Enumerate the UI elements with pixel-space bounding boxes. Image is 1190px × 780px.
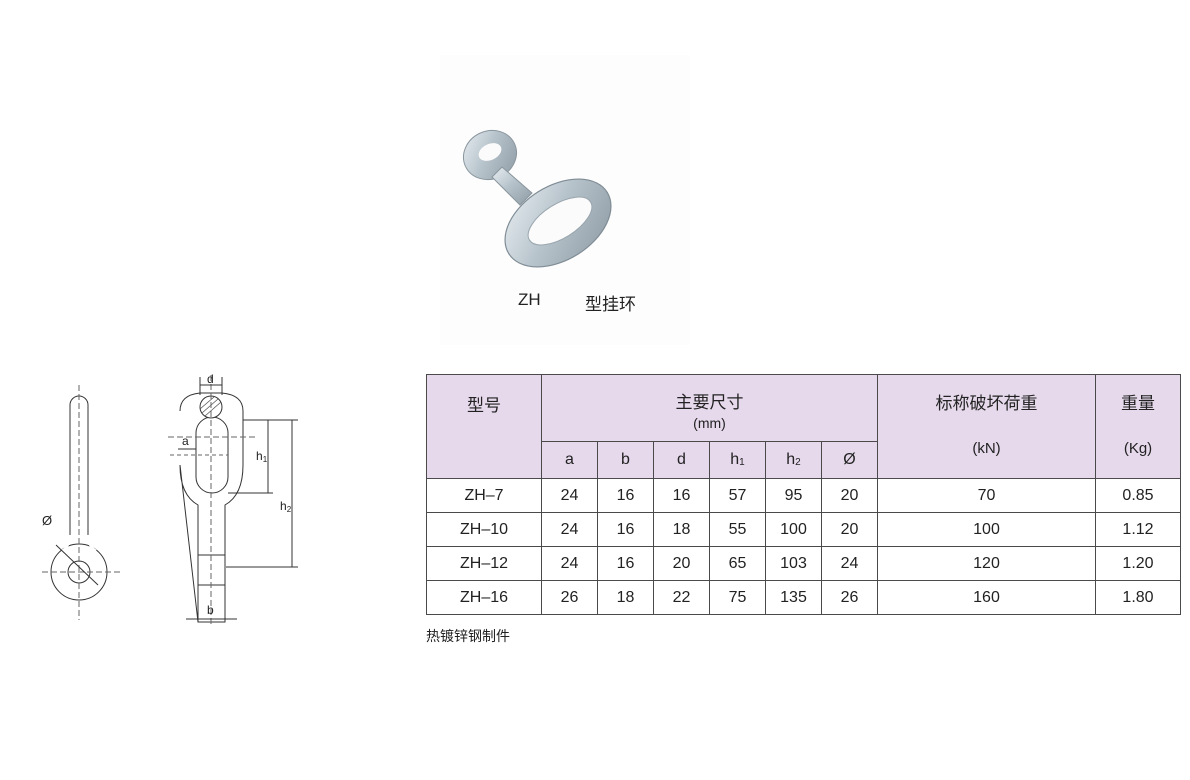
- subheader-h1: h1: [709, 441, 766, 479]
- cell-d: 22: [653, 580, 710, 615]
- cell-b: 16: [597, 478, 654, 513]
- cell-b: 16: [597, 512, 654, 547]
- header-load-unit: (kN): [972, 440, 1001, 457]
- cell-load: 70: [877, 478, 1096, 513]
- spec-table: 型号 主要尺寸 (mm) 标称破坏荷重 (kN) 重量 (Kg) a b d h…: [426, 374, 1181, 615]
- cell-a: 24: [541, 512, 598, 547]
- header-load-title: 标称破坏荷重: [935, 394, 1038, 413]
- cell-h2: 103: [765, 546, 822, 581]
- spec-table-body: ZH–7 24 16 16 57 95 20 70 0.85 ZH–10 24 …: [426, 478, 1181, 615]
- cell-a: 24: [541, 546, 598, 581]
- cell-d: 18: [653, 512, 710, 547]
- cell-h1: 65: [709, 546, 766, 581]
- cell-d: 20: [653, 546, 710, 581]
- cell-weight: 1.80: [1095, 580, 1181, 615]
- subheader-b: b: [597, 441, 654, 479]
- cell-h1: 55: [709, 512, 766, 547]
- h2-label: h2: [280, 499, 292, 514]
- header-load: 标称破坏荷重 (kN): [877, 374, 1096, 479]
- header-weight: 重量 (Kg): [1095, 374, 1181, 479]
- cell-load: 100: [877, 512, 1096, 547]
- cell-weight: 1.12: [1095, 512, 1181, 547]
- cell-h2: 95: [765, 478, 822, 513]
- h1-label: h1: [256, 449, 268, 464]
- cell-load: 120: [877, 546, 1096, 581]
- cell-model: ZH–16: [426, 580, 542, 615]
- header-weight-title: 重量: [1121, 394, 1155, 413]
- cell-h2: 135: [765, 580, 822, 615]
- header-dims-unit: (mm): [693, 414, 726, 431]
- footnote: 热镀锌钢制件: [426, 628, 510, 644]
- cell-phi: 20: [821, 512, 878, 547]
- cell-phi: 24: [821, 546, 878, 581]
- d-label: d: [207, 372, 214, 386]
- subheader-a: a: [541, 441, 598, 479]
- front-view: d a h1 h2 b: [168, 372, 298, 627]
- subheader-h2: h2: [765, 441, 822, 479]
- technical-drawing: Ø d a h1 h2 b: [42, 372, 298, 627]
- product-model-caption: ZH: [518, 290, 541, 309]
- table-row: ZH–16 26 18 22 75 135 26 160 1.80: [426, 580, 1181, 615]
- cell-model: ZH–12: [426, 546, 542, 581]
- subheader-d: d: [653, 441, 710, 479]
- table-row: ZH–12 24 16 20 65 103 24 120 1.20: [426, 546, 1181, 581]
- header-dims: 主要尺寸 (mm): [541, 374, 878, 442]
- cell-phi: 20: [821, 478, 878, 513]
- cell-h1: 57: [709, 478, 766, 513]
- cell-phi: 26: [821, 580, 878, 615]
- b-label: b: [207, 603, 214, 617]
- cell-h2: 100: [765, 512, 822, 547]
- cell-b: 16: [597, 546, 654, 581]
- phi-label: Ø: [42, 513, 52, 528]
- a-label: a: [182, 434, 189, 448]
- header-model: 型号: [426, 374, 542, 479]
- cell-model: ZH–7: [426, 478, 542, 513]
- side-view: Ø: [42, 385, 120, 620]
- subheader-phi: Ø: [821, 441, 878, 479]
- cell-b: 18: [597, 580, 654, 615]
- header-dims-title: 主要尺寸: [675, 392, 744, 412]
- cell-model: ZH–10: [426, 512, 542, 547]
- product-name-caption: 型挂环: [585, 295, 636, 314]
- table-row: ZH–10 24 16 18 55 100 20 100 1.12: [426, 512, 1181, 547]
- shackle-image: [463, 129, 612, 268]
- header-weight-unit: (Kg): [1123, 440, 1153, 457]
- cell-weight: 1.20: [1095, 546, 1181, 581]
- cell-a: 26: [541, 580, 598, 615]
- cell-load: 160: [877, 580, 1096, 615]
- cell-a: 24: [541, 478, 598, 513]
- table-row: ZH–7 24 16 16 57 95 20 70 0.85: [426, 478, 1181, 513]
- product-photo: [440, 55, 690, 345]
- cell-weight: 0.85: [1095, 478, 1181, 513]
- cell-d: 16: [653, 478, 710, 513]
- cell-h1: 75: [709, 580, 766, 615]
